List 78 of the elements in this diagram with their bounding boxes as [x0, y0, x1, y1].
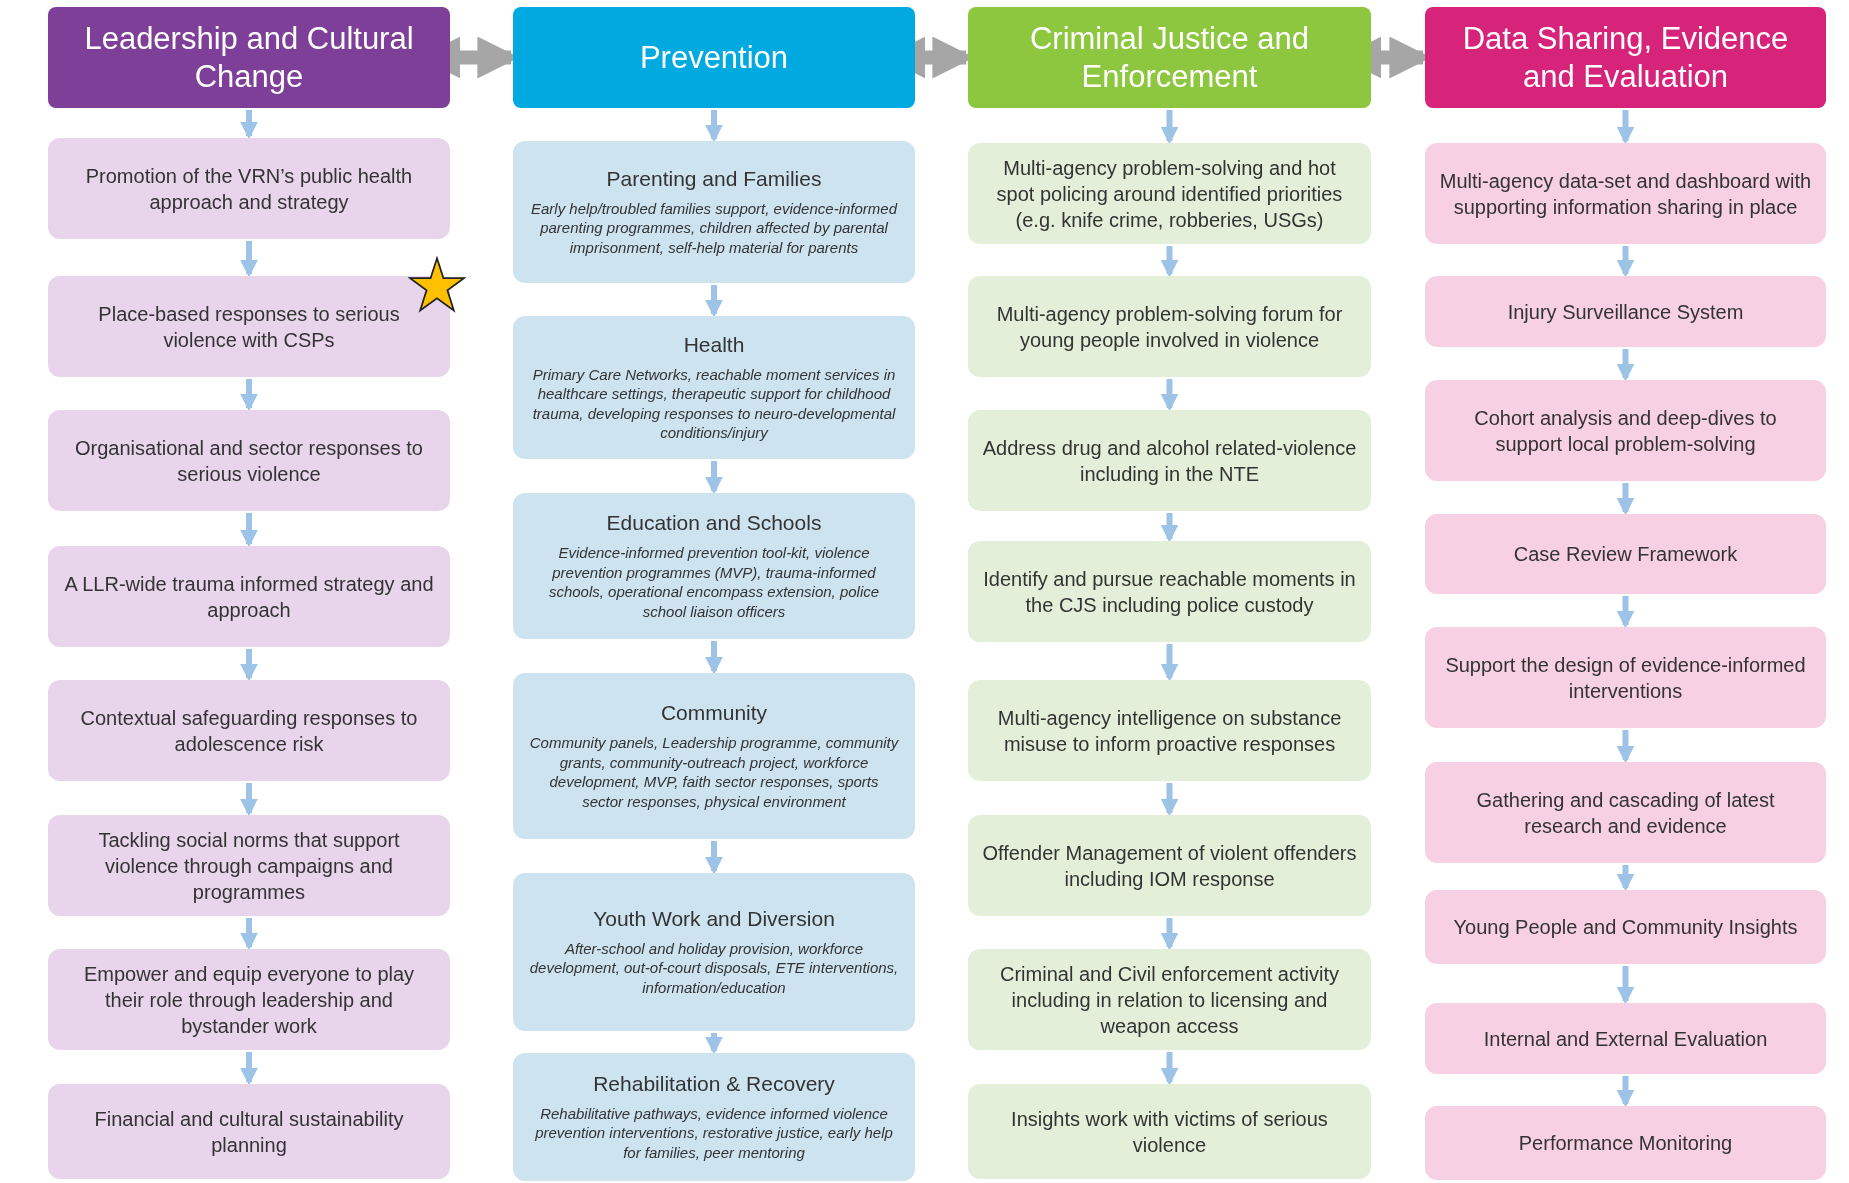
- arrow: [1160, 110, 1179, 145]
- action-card: Criminal and Civil enforcement activity including in relation to licensing and weapon access: [968, 949, 1371, 1050]
- arrow: [705, 285, 723, 318]
- action-card: Insights work with victims of serious violence: [968, 1084, 1371, 1179]
- card-description: Rehabilitative pathways, evidence informed violence prevention interventions, restorative justice, early help for families, peer mentoring: [534, 1103, 894, 1163]
- action-card: Cohort analysis and deep-dives to support local problem-solving: [1425, 380, 1826, 481]
- arrow: [1160, 246, 1179, 278]
- arrow: [1616, 349, 1635, 382]
- arrow: [240, 1052, 258, 1086]
- arrow: [1160, 644, 1179, 682]
- column-header: Prevention: [513, 7, 915, 108]
- category-card: [513, 493, 915, 639]
- card-description: Early help/troubled families support, evidence-informed parenting programmes, children affected by parental imprisonment, self-help material for parents: [530, 198, 899, 258]
- category-card: [513, 1053, 915, 1181]
- arrow: [240, 513, 258, 548]
- arrow: [1160, 918, 1179, 951]
- action-card: Contextual safeguarding responses to adolescence risk: [48, 680, 450, 781]
- action-card: Organisational and sector responses to serious violence: [48, 410, 450, 511]
- arrow: [705, 1033, 723, 1055]
- action-card: Multi-agency intelligence on substance misuse to inform proactive responses: [968, 680, 1371, 781]
- action-card: Financial and cultural sustainability planning: [48, 1084, 450, 1179]
- arrow: [705, 110, 723, 143]
- action-card: Case Review Framework: [1425, 514, 1826, 594]
- action-card: Identify and pursue reachable moments in the CJS including police custody: [968, 541, 1371, 642]
- card-heading: Education and Schools: [606, 511, 822, 535]
- arrow: [1616, 483, 1635, 516]
- card-description: After-school and holiday provision, workforce development, out-of-court disposals, ETE interventions, information/education: [528, 938, 900, 998]
- category-card: [513, 141, 915, 283]
- card-heading: Parenting and Families: [606, 166, 822, 191]
- action-card: Multi-agency data-set and dashboard with supporting information sharing in place: [1425, 143, 1826, 244]
- arrow: [1160, 1052, 1179, 1086]
- arrow: [1616, 730, 1635, 764]
- action-card: Promotion of the VRN’s public health approach and strategy: [48, 138, 450, 239]
- card-description: Primary Care Networks, reachable moment services in healthcare settings, therapeutic support for childhood trauma, developing responses to neuro-developmental conditions/injury: [531, 364, 897, 443]
- action-card: Place-based responses to serious violence with CSPs: [48, 276, 450, 377]
- action-card: Tackling social norms that support violence through campaigns and programmes: [48, 815, 450, 916]
- action-card: Young People and Community Insights: [1425, 890, 1826, 964]
- category-card: [513, 316, 915, 459]
- arrow: [1160, 513, 1179, 543]
- action-card: Address drug and alcohol related-violence including in the NTE: [968, 410, 1371, 511]
- arrow: [1160, 379, 1179, 412]
- arrow: [705, 841, 723, 875]
- column-header: Criminal Justice and Enforcement: [968, 7, 1371, 108]
- arrow: [240, 783, 258, 817]
- arrow: [1616, 865, 1635, 892]
- category-card: [513, 873, 915, 1031]
- action-card: A LLR-wide trauma informed strategy and approach: [48, 546, 450, 647]
- arrow: [1616, 966, 1635, 1005]
- action-card: Multi-agency problem-solving and hot spot policing around identified priorities (e.g. knife crime, robberies, USGs): [968, 143, 1371, 244]
- arrow: [240, 649, 258, 682]
- arrow: [1616, 596, 1635, 629]
- action-card: Support the design of evidence-informed interventions: [1425, 627, 1826, 728]
- arrow: [1160, 783, 1179, 817]
- card-heading: Rehabilitation & Recovery: [593, 1071, 835, 1096]
- arrow: [1616, 246, 1635, 278]
- arrow: [240, 918, 258, 951]
- arrow: [705, 461, 723, 495]
- action-card: Internal and External Evaluation: [1425, 1003, 1826, 1074]
- arrow: [705, 641, 723, 675]
- column-header: Leadership and Cultural Change: [48, 7, 450, 108]
- arrow: [240, 110, 258, 140]
- arrow: [240, 379, 258, 412]
- action-card: Empower and equip everyone to play their role through leadership and bystander work: [48, 949, 450, 1050]
- card-heading: Health: [683, 332, 745, 357]
- column-header: Data Sharing, Evidence and Evaluation: [1425, 7, 1826, 108]
- card-description: Evidence-informed prevention tool-kit, violence prevention programmes (MVP), trauma-informed schools, operational encompass extension, police school liaison officers: [547, 543, 881, 621]
- action-card: Multi-agency problem-solving forum for young people involved in violence: [968, 276, 1371, 377]
- action-card: Gathering and cascading of latest research and evidence: [1425, 762, 1826, 863]
- card-heading: Community: [660, 701, 768, 725]
- card-description: Community panels, Leadership programme, community grants, community-outreach project, workforce development, MVP, faith sector responses, sports sector responses, physical environment: [528, 733, 900, 811]
- arrow: [1616, 110, 1635, 145]
- action-card: Offender Management of violent offenders including IOM response: [968, 815, 1371, 916]
- action-card: Performance Monitoring: [1425, 1106, 1826, 1180]
- category-card: [513, 673, 915, 839]
- arrow: [240, 241, 258, 278]
- arrow: [1616, 1076, 1635, 1108]
- action-card: Injury Surveillance System: [1425, 276, 1826, 347]
- card-heading: Youth Work and Diversion: [593, 906, 835, 931]
